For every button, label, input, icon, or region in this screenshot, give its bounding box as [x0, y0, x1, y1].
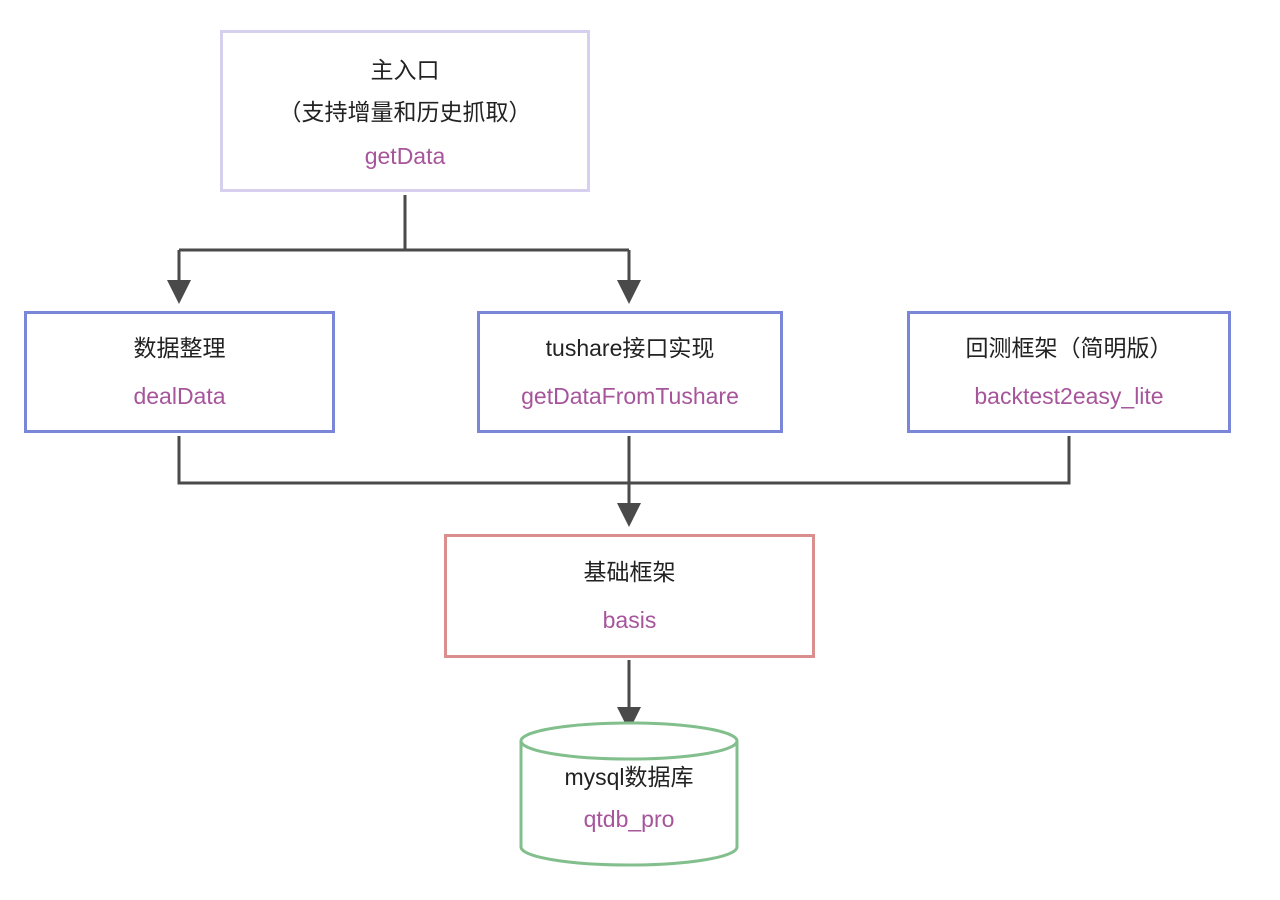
node-getdata-title: 主入口: [370, 57, 440, 83]
node-getdata-subtitle: （支持增量和历史抓取）: [278, 99, 532, 125]
edge-backtest-basis: [629, 436, 1071, 485]
node-backtest2easy-lite-title: 回测框架（简明版）: [965, 335, 1173, 361]
node-qtdb-pro[interactable]: mysql数据库 qtdb_pro: [518, 721, 740, 867]
database-cylinder-icon: [519, 721, 739, 867]
node-backtest2easy-lite-code: backtest2easy_lite: [974, 383, 1164, 409]
node-dealdata-title: 数据整理: [133, 335, 226, 361]
node-dealdata-code: dealData: [133, 383, 226, 409]
node-backtest2easy-lite[interactable]: 回测框架（简明版） backtest2easy_lite: [907, 311, 1231, 433]
edge-getdata-split: [179, 195, 629, 252]
node-getdata-code: getData: [364, 143, 446, 169]
node-getdatafromtushare[interactable]: tushare接口实现 getDataFromTushare: [477, 311, 783, 433]
node-qtdb-pro-labels: mysql数据库 qtdb_pro: [518, 761, 740, 835]
node-getdatafromtushare-title: tushare接口实现: [545, 335, 715, 361]
node-basis-code: basis: [602, 607, 657, 633]
edge-dealdata-basis: [177, 436, 629, 485]
node-getdatafromtushare-code: getDataFromTushare: [521, 383, 739, 409]
node-qtdb-pro-code: qtdb_pro: [583, 806, 675, 832]
node-basis-title: 基础框架: [583, 559, 676, 585]
node-qtdb-pro-title: mysql数据库: [564, 764, 694, 790]
node-basis[interactable]: 基础框架 basis: [444, 534, 815, 658]
node-dealdata[interactable]: 数据整理 dealData: [24, 311, 335, 433]
node-getdata[interactable]: 主入口 （支持增量和历史抓取） getData: [220, 30, 590, 192]
